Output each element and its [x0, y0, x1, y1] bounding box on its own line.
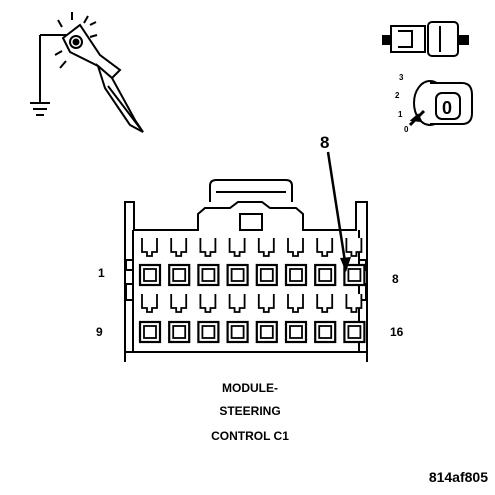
pin-cavities: [138, 238, 366, 344]
pin-cavity-2: [168, 238, 191, 287]
test-light-probe-icon: [30, 12, 144, 133]
pin-cavity-16: [343, 294, 366, 344]
pin-cavity-7: [314, 238, 337, 287]
pin-8-callout-arrow: [326, 151, 351, 272]
ignition-key-icon: [382, 21, 473, 127]
pin-cavity-10: [168, 294, 191, 344]
ignition-position-3: 3: [399, 73, 404, 82]
caption-line-3: CONTROL C1: [211, 429, 289, 443]
pin-cavity-4: [226, 238, 249, 287]
ignition-position-1: 1: [398, 110, 403, 119]
ignition-position-2: 2: [395, 91, 400, 100]
pin-cavity-9: [138, 294, 162, 344]
pin-label-8: 8: [392, 272, 399, 286]
pin-cavity-6: [284, 238, 308, 287]
pin-cavity-13: [255, 294, 278, 344]
callout-pin-number: 8: [320, 133, 329, 152]
pin-label-16: 16: [390, 325, 404, 339]
pin-label-9: 9: [96, 325, 103, 339]
pin-cavity-14: [284, 294, 308, 344]
ignition-key-label: 0: [442, 98, 452, 118]
caption-line-2: STEERING: [219, 404, 280, 418]
ignition-position-0: 0: [404, 125, 409, 134]
pin-cavity-12: [226, 294, 249, 344]
pin-cavity-15: [314, 294, 337, 344]
figure-id: 814af805: [429, 469, 488, 485]
pin-cavity-5: [255, 238, 278, 287]
pin-cavity-11: [197, 294, 220, 344]
ignition-position-labels: 3 2 1 0 0: [395, 73, 452, 134]
pin-cavity-3: [197, 238, 220, 287]
pin-label-1: 1: [98, 266, 105, 280]
pin-cavity-8: [343, 238, 366, 287]
pin-cavity-1: [138, 238, 162, 287]
caption-line-1: MODULE-: [222, 381, 278, 395]
